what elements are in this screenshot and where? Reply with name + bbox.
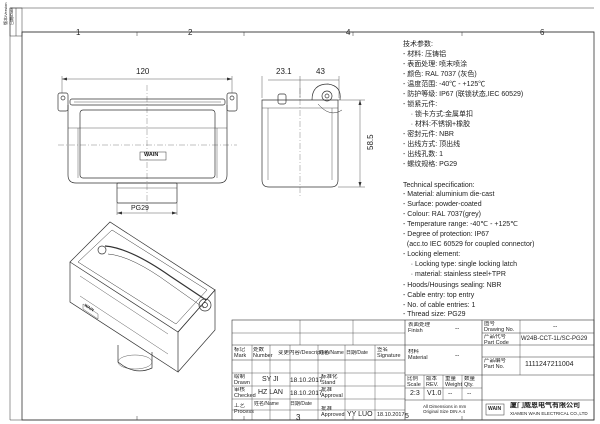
spec-cn-line: - 出线方式: 顶出线	[403, 141, 461, 148]
material-label: 材料 Material	[408, 349, 428, 361]
finish-value: --	[455, 325, 460, 332]
weight-label: 重量 Weight	[445, 376, 463, 388]
spec-cn-line: - 出线孔数: 1	[403, 151, 444, 158]
side-date-label: 日期/Date	[9, 7, 14, 25]
spec-cn-line: - 材料: 压铸铝	[403, 51, 447, 58]
spec-en-line: - Locking element:	[403, 251, 461, 258]
part-code-value: W24B-CCT-1L/SC-PG29	[521, 336, 588, 342]
approval-label: 批准 Approval	[321, 387, 343, 399]
column-number-2: 2	[188, 28, 193, 37]
column-number-3-bottom: 3	[296, 413, 301, 422]
spec-cn-title: 技术参数:	[403, 41, 433, 48]
part-code-label: 产品代号 Part Code	[484, 334, 509, 346]
spec-cn-line: - 防护等级: IP67 (联锁状态,IEC 60529)	[403, 91, 524, 98]
company-name-cn: 厦门威恩电气有限公司	[510, 402, 580, 409]
dim-depth-small: 23.1	[276, 67, 292, 76]
side-view	[261, 76, 365, 196]
drawn-label: 绘制 Drawn	[234, 374, 250, 386]
name-col-label: 姓名/Name	[319, 350, 344, 356]
spec-en-line: - Cable entry: top entry	[403, 292, 475, 299]
spec-en-title: Technical specification:	[403, 182, 475, 189]
dim-thread: PG29	[131, 205, 149, 212]
drawn-date: 18.10.2017	[290, 377, 323, 384]
isometric-view	[69, 221, 216, 373]
spec-en-line: · Locking type: single locking latch	[403, 261, 518, 268]
front-view	[57, 76, 238, 215]
company-name-en: XIAMEN WAIN ELECTRICAL CO.,LTD	[510, 411, 588, 416]
dim-height: 58.5	[366, 134, 375, 150]
spec-en-line: - Thread size: PG29	[403, 311, 466, 318]
column-number-6: 6	[540, 28, 545, 37]
spec-cn-line: - 温度范围: -40℃ - +125℃	[403, 81, 486, 88]
approved-date: 18.10.2017	[377, 412, 405, 418]
spec-cn-line: - 锁紧元件:	[403, 101, 438, 108]
dim-width: 120	[136, 67, 150, 76]
spec-en-line: - Hoods/Housings sealing: NBR	[403, 282, 502, 289]
checked-label: 审核 Checked	[234, 387, 256, 399]
mark-label: 标记 Mark	[234, 347, 247, 359]
spec-cn-line: - 密封元件: NBR	[403, 131, 454, 138]
column-number-5-bottom: 5	[405, 413, 409, 420]
description-label: 变更内容/Description	[278, 350, 330, 356]
spec-en-line: - Surface: powder-coated	[403, 201, 482, 208]
date-col-label: 日期/Date	[346, 350, 368, 356]
company-logo-box	[485, 403, 505, 416]
spec-cn-line: - 表面处理: 喷末喷涂	[403, 61, 468, 68]
spec-en-line: - No. of cable entries: 1	[403, 302, 476, 309]
spec-en-line: - Degree of protection: IP67	[403, 231, 489, 238]
material-value: --	[455, 352, 460, 359]
stand-label: 标准化 Stand	[321, 374, 338, 386]
approved-label: 批准 Approved	[321, 406, 345, 418]
spec-en-line: - Colour: RAL 7037(grey)	[403, 211, 481, 218]
scale-value: 2:3	[410, 390, 420, 397]
signature-label: 签名 Signature	[377, 347, 401, 359]
checked-date: 18.10.2017	[290, 390, 323, 397]
revision-side-box	[9, 7, 23, 37]
spec-en-line: - Material: aluminium die-cast	[403, 191, 495, 198]
spec-cn-line: · 锁卡方式:金属单扣	[403, 111, 473, 118]
number-label: 处数 Number	[253, 347, 273, 359]
process-label: 工艺 Process	[234, 403, 254, 415]
drawn-name: SY JI	[262, 376, 279, 383]
rev-value: V1.0	[427, 390, 442, 397]
qty-label: 数量 Qty.	[464, 376, 476, 388]
part-no-label: 产品编号 Part No.	[484, 358, 507, 370]
rev-label: 版本 REV.	[426, 376, 439, 388]
checked-name: HZ LAN	[258, 389, 283, 396]
brand-mark-front: WAIN	[144, 152, 159, 158]
part-no-value: 1111247211004	[525, 361, 574, 368]
spec-en-line: (acc.to IEC 60529 for coupled connector)	[403, 241, 535, 248]
units-note: All Dimensions in mm Original Size DIN A…	[423, 404, 467, 414]
company-logo: WAIN	[488, 406, 502, 412]
title-block-grid	[231, 319, 595, 421]
date-col2-label: 日期/Date	[290, 401, 312, 407]
spec-cn-line: - 颜色: RAL 7037 (灰色)	[403, 71, 477, 78]
spec-cn-line: - 螺纹规格: PG29	[403, 161, 458, 168]
name-col2-label: 姓名/Name	[254, 401, 279, 407]
drawing-no-label: 图号 Drawing No.	[484, 321, 515, 333]
qty-value: --	[467, 390, 472, 397]
spec-cn-line: · 材料:不锈钢+橡胶	[403, 121, 471, 128]
column-number-1: 1	[76, 28, 81, 37]
spec-en-line: · material: stainless steel+TPR	[403, 271, 506, 278]
drawing-no-value: --	[553, 323, 558, 330]
column-ticks	[136, 32, 463, 420]
column-number-4: 4	[346, 28, 351, 37]
finish-label: 表面处理 Finish	[408, 322, 431, 334]
approved-name: YY LUO	[347, 411, 373, 418]
dim-depth: 43	[316, 67, 325, 76]
scale-label: 比例 Scale	[407, 376, 421, 388]
weight-value: --	[448, 390, 453, 397]
spec-en-line: - Temperature range: -40℃ - +125℃	[403, 221, 519, 228]
